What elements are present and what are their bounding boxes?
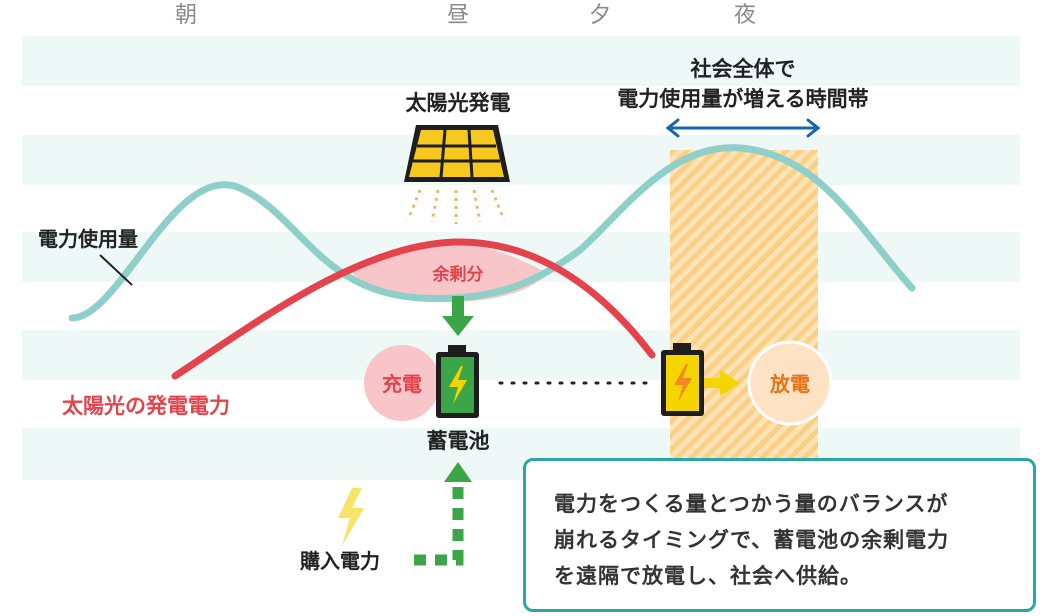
description-line-3: を遠隔で放電し、社会へ供給。 [554,564,862,588]
solar-power-label: 太陽光の発電電力 [62,394,230,418]
solar-generation-label: 太陽光発電 [406,91,511,115]
double-arrow-icon [665,118,821,138]
usage-curve [68,144,916,322]
surplus-area [352,241,548,303]
lightning-icon [338,488,364,546]
up-arrow-icon [414,462,472,566]
solar-rays [406,189,506,224]
discharge-arrow-icon [704,370,740,396]
battery-label: 蓄電池 [427,429,490,453]
time-label-morning: 朝 [175,3,197,28]
charge-label: 充電 [382,372,422,396]
time-label-evening: 夕 [589,3,611,28]
time-label-night: 夜 [734,3,756,28]
description-line-1: 電力をつくる量とつかう量のバランスが [554,492,949,516]
battery-discharging-icon [661,343,704,416]
solar-power-curve [171,238,656,380]
solar-panel-icon [404,125,510,182]
peak-label-line2: 電力使用量が増える時間帯 [617,87,868,111]
description-line-2: 崩れるタイミングで、蓄電池の余剰電力 [554,528,950,552]
peak-label-line1: 社会全体で [690,57,796,81]
discharge-circle [747,340,833,426]
discharge-label: 放電 [769,372,810,396]
usage-label: 電力使用量 [38,227,138,251]
battery-charging-icon [436,345,479,418]
background-stripes [22,36,1020,480]
charge-circle [364,345,440,421]
usage-pointer-line [99,254,133,286]
down-arrow-icon [442,296,474,336]
description-box: 電力をつくる量とつかう量のバランスが 崩れるタイミングで、蓄電池の余剰電力 を遠… [523,458,1036,612]
time-label-noon: 昼 [447,3,469,28]
surplus-label: 余剰分 [432,264,484,285]
purchase-label: 購入電力 [300,549,380,573]
